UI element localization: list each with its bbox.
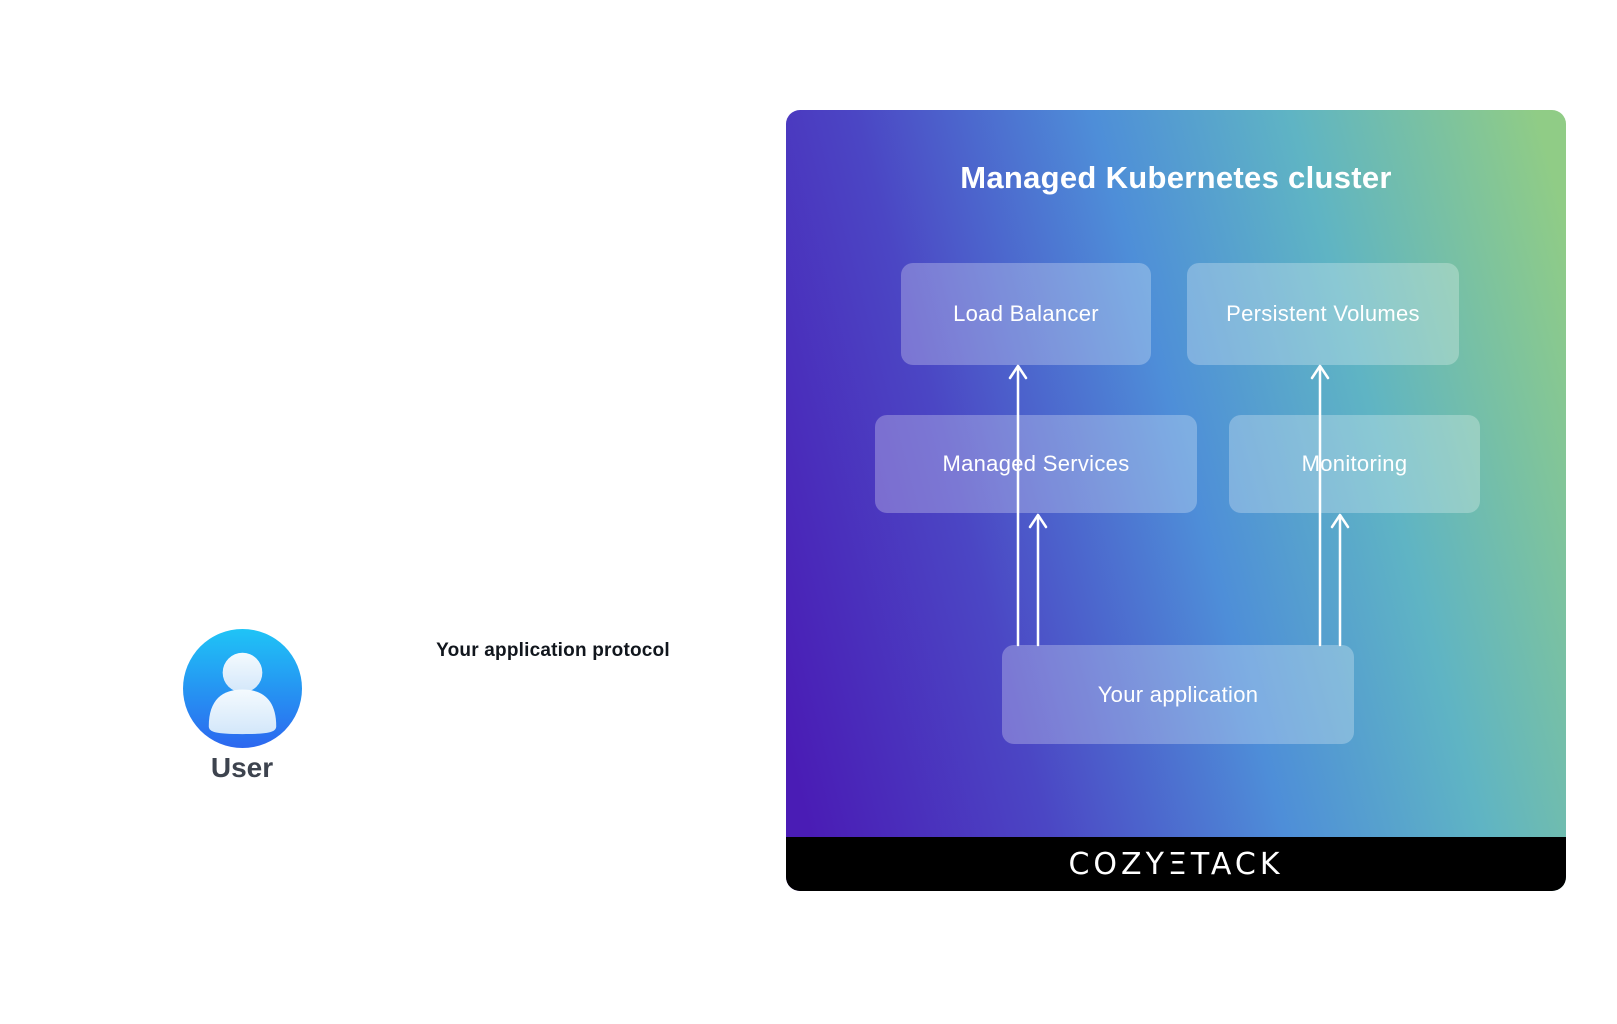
node-managed-services: Managed Services — [875, 415, 1197, 513]
node-label: Managed Services — [942, 451, 1130, 476]
cluster-arrows — [1008, 364, 1350, 647]
node-label: Persistent Volumes — [1226, 301, 1420, 326]
node-your-application: Your application — [1002, 645, 1354, 744]
cluster-title: Managed Kubernetes cluster — [960, 160, 1392, 195]
user-label: User — [210, 752, 274, 783]
node-monitoring: Monitoring — [1229, 415, 1480, 513]
arrow-head-icon — [1310, 364, 1330, 380]
user-icon — [183, 629, 302, 748]
node-label: Load Balancer — [953, 301, 1099, 326]
arrow-head-icon — [1008, 364, 1028, 380]
connection-label: Your application protocol — [436, 640, 670, 661]
kubernetes-cluster-panel: Managed Kubernetes cluster Load Balancer… — [786, 110, 1566, 891]
cluster-footer-bar: COZYΞTACK — [786, 837, 1566, 891]
arrow-head-icon — [1330, 513, 1350, 529]
node-label: Monitoring — [1301, 451, 1408, 476]
node-label: Your application — [1097, 681, 1259, 707]
cozystack-logo: COZYΞTACK — [1068, 846, 1284, 882]
arrow-head-icon — [1028, 513, 1048, 529]
node-load-balancer: Load Balancer — [901, 263, 1151, 365]
user-avatar — [183, 629, 302, 748]
node-persistent-volumes: Persistent Volumes — [1187, 263, 1459, 365]
